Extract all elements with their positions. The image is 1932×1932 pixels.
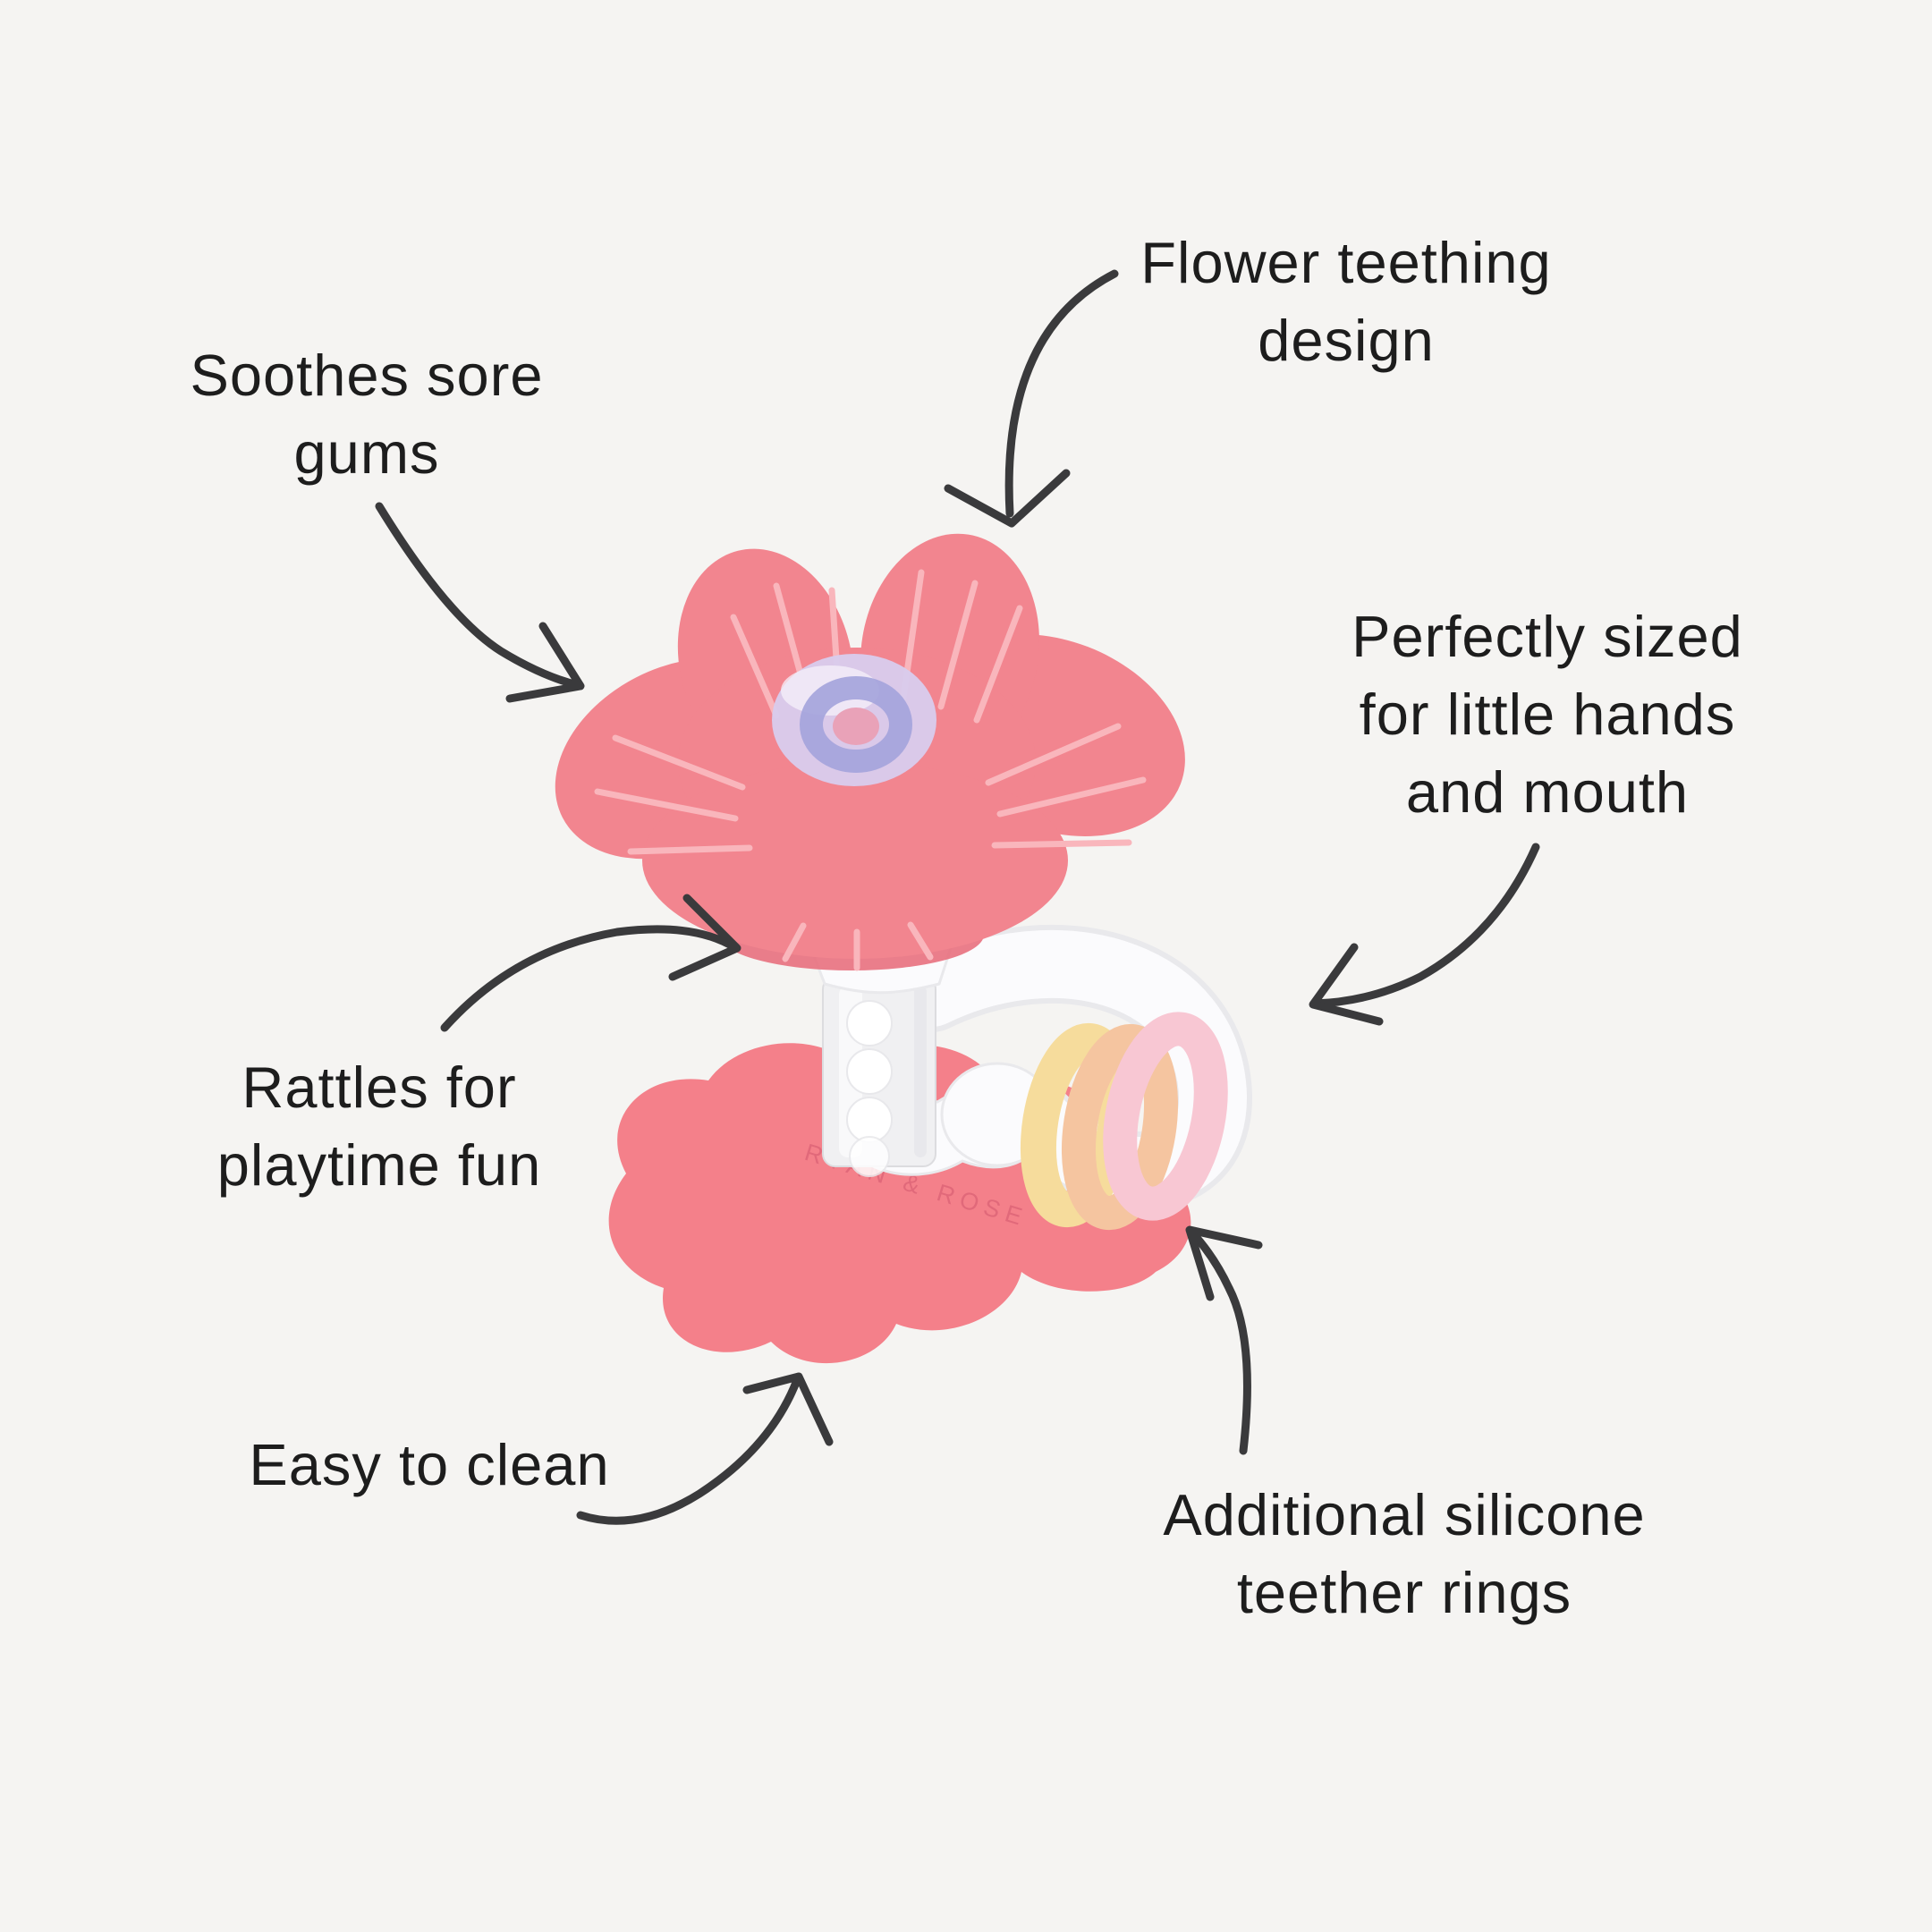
feature-label-rattles: Rattles for playtime fun [217, 1048, 541, 1204]
rattle-ball [846, 1097, 893, 1143]
arrow-teether-rings [1185, 1225, 1263, 1455]
feature-label-easy-clean: Easy to clean [249, 1426, 609, 1504]
feature-label-flower-teething: Flower teething design [1140, 224, 1551, 379]
flower-head [555, 533, 1185, 971]
rattle-ball [846, 1000, 893, 1046]
tube-shade [914, 986, 927, 1157]
feature-label-soothes-gums: Soothes sore gums [190, 336, 543, 492]
teether-rings-group [1020, 1012, 1228, 1231]
rattle-ball [846, 1048, 893, 1095]
label-line: Additional silicone [1163, 1482, 1646, 1547]
label-line: Easy to clean [249, 1432, 610, 1497]
ring-pink [1103, 1012, 1228, 1221]
label-line: playtime fun [216, 1132, 542, 1198]
donut-purple-ring [800, 676, 912, 773]
label-line: Soothes sore [190, 343, 544, 408]
callout-arrows [375, 269, 1540, 1525]
arrow-perfectly-sized [1309, 843, 1540, 1026]
label-line: teether rings [1236, 1560, 1572, 1625]
label-line: gums [293, 420, 440, 486]
flower-lip [642, 762, 1068, 959]
feature-label-teether-rings: Additional silicone teether rings [1163, 1476, 1645, 1631]
label-line: Perfectly sized [1352, 604, 1743, 669]
arrow-rattles [440, 894, 741, 1032]
arrow-flower-teething [944, 269, 1119, 528]
label-line: Rattles for [242, 1055, 517, 1120]
label-line: for little hands [1359, 682, 1736, 747]
label-line: Flower teething [1140, 230, 1552, 295]
feature-label-perfectly-sized: Perfectly sized for little hands and mou… [1352, 597, 1743, 831]
arrow-soothes-gums [375, 502, 585, 703]
rattle-ball [849, 1136, 890, 1177]
donut-hole [833, 708, 879, 745]
arrow-easy-clean [576, 1372, 834, 1525]
label-line: design [1258, 308, 1435, 373]
rattle-balls [846, 1000, 893, 1177]
center-donut [772, 654, 936, 786]
label-line: and mouth [1405, 759, 1690, 825]
